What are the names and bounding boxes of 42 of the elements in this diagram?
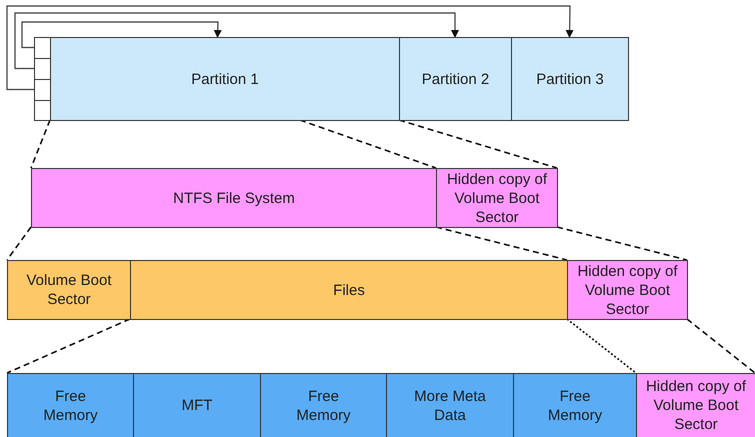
block-label: Hidden copy of Volume Boot Sector (576, 262, 679, 318)
block-box (133, 373, 261, 437)
block-box (260, 373, 387, 437)
arrow (14, 12, 459, 70)
block-box (50, 37, 400, 121)
block-box (511, 37, 629, 121)
zoom-line (6, 226, 32, 260)
block-box (31, 168, 437, 228)
zoom-line (686, 318, 755, 374)
zoom-line (556, 226, 688, 261)
block-label: Volume Boot Sector (25, 271, 113, 309)
block-label: Partition 1 (191, 70, 259, 88)
block-box (386, 373, 514, 437)
table-slot-box (34, 100, 51, 121)
zoom-line (566, 318, 636, 374)
block-label: MFT (182, 396, 212, 415)
zoom-line (30, 120, 51, 168)
zoom-line (436, 226, 568, 261)
block-label: Free Memory (295, 386, 352, 424)
block-label: Free Memory (546, 386, 604, 424)
block-box (567, 260, 688, 320)
block-box (513, 373, 637, 437)
block-box (436, 168, 558, 228)
block-label: NTFS File System (173, 188, 295, 208)
block-label: Hidden copy of Volume Boot Sector (644, 377, 748, 434)
block-box (7, 260, 131, 320)
zoom-line (300, 119, 436, 169)
block-label: Files (333, 280, 365, 300)
zoom-line (6, 318, 130, 374)
block-label: Partition 2 (422, 70, 490, 88)
arrow (21, 21, 222, 48)
arrow (6, 5, 574, 90)
table-slot-box (34, 37, 51, 59)
block-label: More Meta Data (413, 386, 487, 424)
block-label: Free Memory (42, 386, 99, 424)
block-label: Partition 3 (536, 70, 604, 88)
block-label: Hidden copy of Volume Boot Sector (446, 170, 548, 226)
block-box (636, 373, 755, 437)
block-box (7, 373, 134, 437)
block-box (130, 260, 568, 320)
zoom-line (398, 119, 558, 169)
block-box (399, 37, 512, 121)
